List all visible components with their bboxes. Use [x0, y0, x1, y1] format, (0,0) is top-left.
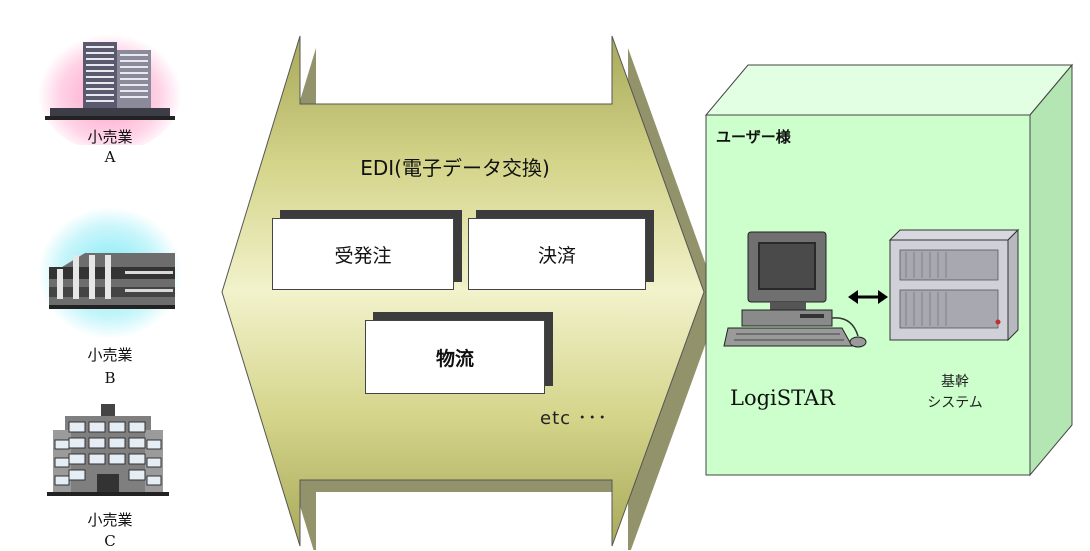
retailer-b-letter: B — [104, 369, 116, 387]
retailer-c: 小売業 C — [35, 400, 185, 550]
retailer-c-name: 小売業 — [87, 511, 133, 529]
bidirectional-arrow-icon — [848, 290, 888, 304]
user-label: ユーザー様 — [716, 128, 791, 146]
edi-item-order: 受発注 — [272, 218, 454, 290]
retailer-a-letter: A — [104, 148, 116, 166]
user-box-top-face — [704, 64, 1074, 116]
etc-text: etc ･･･ — [540, 408, 608, 429]
edi-item-logistics: 物流 — [365, 320, 545, 394]
core-system-label-line1: 基幹 — [941, 374, 969, 390]
edi-item-settlement: 決済 — [468, 218, 646, 290]
server-icon — [888, 228, 1020, 342]
edi-arrow-body — [221, 35, 705, 547]
core-system-label: 基幹 システム — [915, 372, 995, 414]
retailer-a-name: 小売業 — [87, 128, 133, 146]
retailer-a: 小売業 A — [35, 20, 185, 180]
retailer-b-name: 小売業 — [87, 346, 133, 364]
retailer-c-letter: C — [104, 532, 116, 550]
logistar-label: LogiSTAR — [730, 386, 835, 410]
edi-title: EDI(電子データ交換) — [360, 156, 550, 180]
office-tower-icon — [38, 28, 182, 145]
computer-icon — [723, 231, 867, 348]
office-building-icon — [38, 207, 182, 339]
retailer-b: 小売業 B — [35, 205, 185, 395]
apartment-building-icon — [47, 404, 169, 496]
blank-note-area — [706, 490, 882, 534]
user-box-side-face — [1029, 63, 1073, 477]
core-system-label-line2: システム — [927, 395, 983, 411]
